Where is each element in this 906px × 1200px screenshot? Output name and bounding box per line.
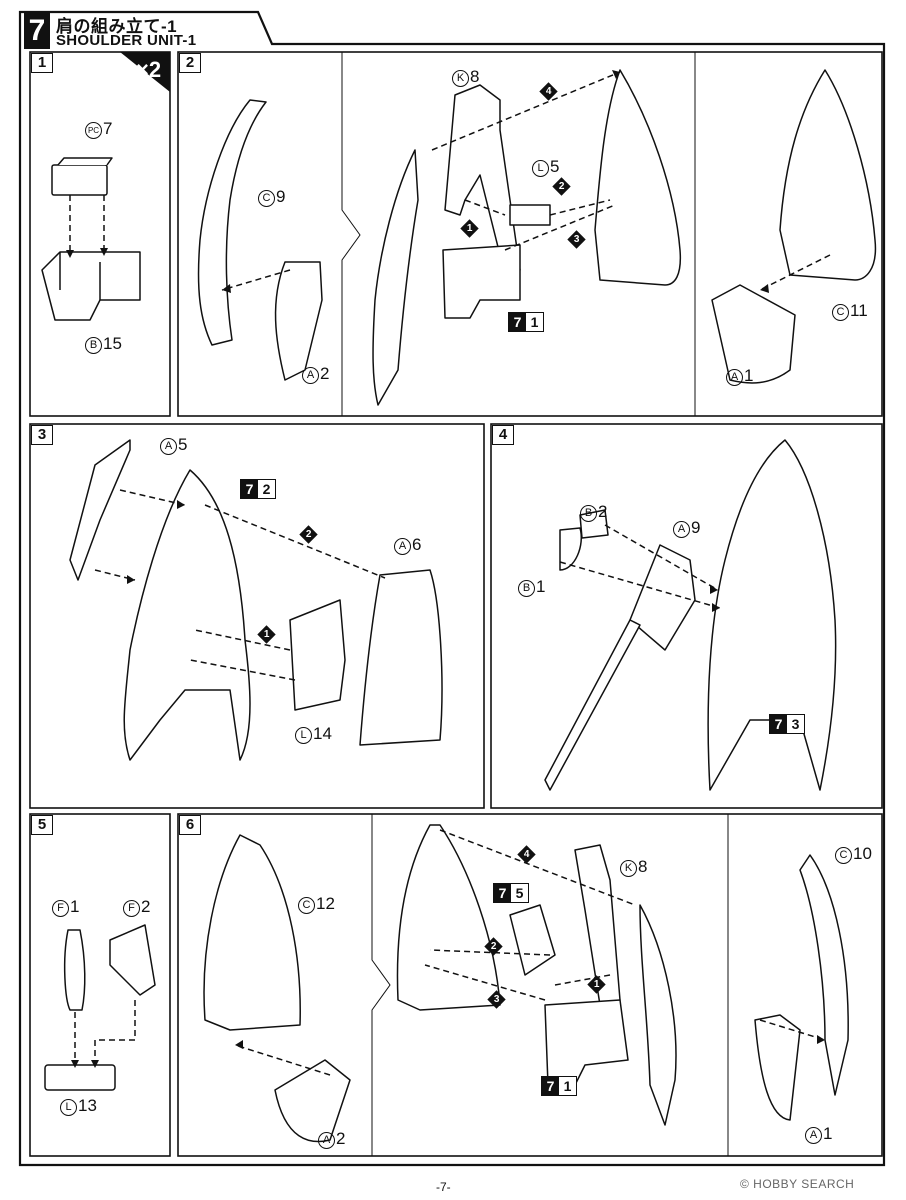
part-letter-circle: A — [805, 1127, 822, 1144]
step-3-number: 3 — [31, 425, 53, 445]
multiplier-badge: ×2 — [136, 57, 162, 82]
part-letter-circle: K — [452, 70, 469, 87]
part-letter-circle: C — [832, 304, 849, 321]
part-letter-circle: C — [835, 847, 852, 864]
step-1-number: 1 — [31, 53, 53, 73]
watermark: © HOBBY SEARCH — [740, 1177, 855, 1191]
part-letter-circle: B — [580, 505, 597, 522]
part-letter-circle: C — [258, 190, 275, 207]
part-letter-circle: B — [518, 580, 535, 597]
part-letter-circle: L — [60, 1099, 77, 1116]
step-2-number: 2 — [179, 53, 201, 73]
part-letter-circle: A — [318, 1132, 335, 1149]
part-letter-circle: L — [532, 160, 549, 177]
part-letter-circle: PC — [85, 122, 102, 139]
step-5-number: 5 — [31, 815, 53, 835]
page-number: -7- — [436, 1180, 451, 1194]
part-letter-circle: K — [620, 860, 637, 877]
section-title-en: SHOULDER UNIT-1 — [56, 32, 197, 49]
part-letter-circle: A — [726, 369, 743, 386]
part-letter-circle: A — [673, 521, 690, 538]
step-6-number: 6 — [179, 815, 201, 835]
section-title-jp: 肩の組み立て-1 — [56, 17, 178, 36]
part-letter-circle: F — [52, 900, 69, 917]
part-letter-circle: C — [298, 897, 315, 914]
part-letter-circle: B — [85, 337, 102, 354]
part-letter-circle: L — [295, 727, 312, 744]
part-letter-circle: F — [123, 900, 140, 917]
part-letter-circle: A — [394, 538, 411, 555]
part-letter-circle: A — [160, 438, 177, 455]
section-number: 7 — [24, 13, 50, 49]
part-letter-circle: A — [302, 367, 319, 384]
step-4-number: 4 — [492, 425, 514, 445]
